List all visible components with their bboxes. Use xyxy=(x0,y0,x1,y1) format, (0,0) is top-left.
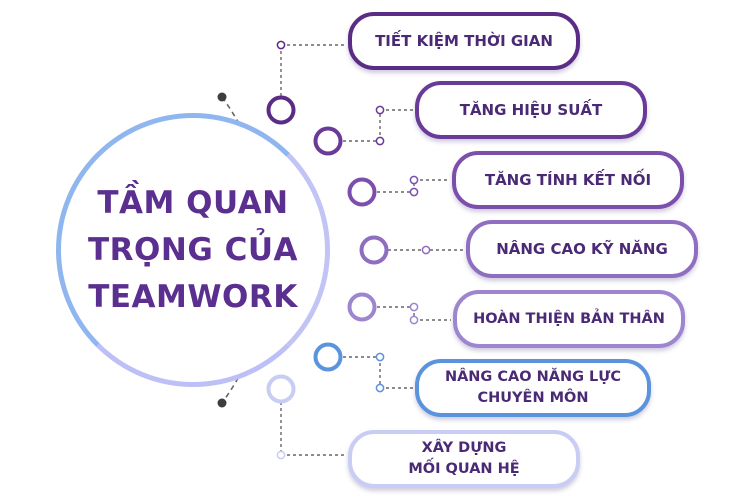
connector-6 xyxy=(343,352,413,393)
node-ring-1 xyxy=(266,95,296,125)
item-label-7: XÂY DỰNG MỐI QUAN HỆ xyxy=(408,440,520,477)
item-label-1: TIẾT KIỆM THỜI GIAN xyxy=(375,31,553,50)
connector-2 xyxy=(343,105,413,146)
connector-3 xyxy=(377,175,450,197)
item-pill-2: TĂNG HIỆU SUẤT xyxy=(415,81,647,139)
timeline-end-dot-bottom xyxy=(217,398,227,408)
connector-1 xyxy=(276,40,346,96)
node-ring-7 xyxy=(266,374,296,404)
hub-title: TẦM QUAN TRỌNG CỦA TEAMWORK xyxy=(88,184,298,315)
item-pill-3: TĂNG TÍNH KẾT NỐI xyxy=(452,151,684,209)
item-pill-4: NÂNG CAO KỸ NĂNG xyxy=(466,220,698,278)
item-label-4: NÂNG CAO KỸ NĂNG xyxy=(496,239,668,258)
connector-5 xyxy=(377,302,451,325)
node-ring-6 xyxy=(313,342,343,372)
item-pill-5: HOÀN THIỆN BẢN THÂN xyxy=(453,290,685,348)
node-ring-3 xyxy=(347,177,377,207)
item-label-3: TĂNG TÍNH KẾT NỐI xyxy=(484,170,652,189)
connector-4 xyxy=(388,245,464,255)
item-label-2: TĂNG HIỆU SUẤT xyxy=(459,100,603,119)
node-ring-4 xyxy=(359,235,389,265)
item-pill-1: TIẾT KIỆM THỜI GIAN xyxy=(348,12,580,70)
item-pill-6: NÂNG CAO NĂNG LỰC CHUYÊN MÔN xyxy=(415,359,651,417)
node-ring-2 xyxy=(313,126,343,156)
node-ring-5 xyxy=(347,292,377,322)
item-pill-7: XÂY DỰNG MỐI QUAN HỆ xyxy=(348,430,580,488)
item-label-6: NÂNG CAO NĂNG LỰC CHUYÊN MÔN xyxy=(444,369,622,406)
central-hub-circle: TẦM QUAN TRỌNG CỦA TEAMWORK xyxy=(56,113,330,387)
connector-7 xyxy=(276,402,346,460)
item-label-5: HOÀN THIỆN BẢN THÂN xyxy=(473,310,665,327)
timeline-end-dot-top xyxy=(217,92,227,102)
